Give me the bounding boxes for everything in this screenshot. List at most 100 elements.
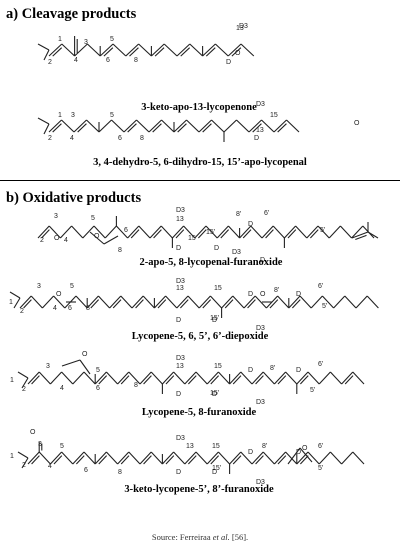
bond <box>19 295 32 309</box>
double-bond <box>247 299 256 309</box>
atom-label: 8' <box>262 443 267 450</box>
bond <box>21 457 29 469</box>
bond <box>139 371 152 385</box>
bond <box>287 447 301 465</box>
bond <box>307 371 320 385</box>
bond <box>138 43 152 57</box>
double-bond <box>127 123 137 133</box>
bond <box>123 119 137 133</box>
bond <box>27 451 40 465</box>
double-bond <box>205 47 216 57</box>
double-bond <box>210 375 220 385</box>
atom-label: 1 <box>10 377 14 384</box>
atom-label: 2 <box>22 462 26 469</box>
bond <box>99 43 114 57</box>
bond <box>136 119 150 133</box>
bond <box>37 117 50 125</box>
bond <box>149 225 162 239</box>
double-bond <box>129 47 139 57</box>
atom-label: 6' <box>318 361 323 368</box>
bond <box>72 451 85 465</box>
bond <box>131 295 144 309</box>
atom-label: 6 <box>84 467 88 474</box>
bond <box>195 451 208 465</box>
atom-label: 2 <box>48 135 52 142</box>
bond <box>150 451 163 465</box>
atom-label: 2 <box>40 237 44 244</box>
atom-label: 4 <box>48 463 52 470</box>
atom-label: 6' <box>264 210 269 217</box>
double-bond <box>135 299 144 309</box>
bond <box>148 119 162 133</box>
atom-label: D <box>226 59 231 66</box>
double-bond <box>143 375 152 385</box>
bond <box>150 371 163 385</box>
bond <box>82 225 95 239</box>
atom-label: D3 <box>176 278 185 285</box>
atom-label: D3 <box>176 207 185 214</box>
bond <box>21 377 29 389</box>
bond <box>48 225 61 239</box>
bond <box>351 225 364 239</box>
bond <box>277 295 290 309</box>
bond <box>27 371 40 385</box>
bond <box>194 225 207 239</box>
bond <box>109 295 122 309</box>
double-bond <box>299 375 309 385</box>
bond <box>299 295 312 309</box>
bond <box>117 451 130 465</box>
compound-name: 3-keto-lycopene-5’, 8’-furanoxide <box>124 484 274 495</box>
double-bond <box>355 234 367 241</box>
bond <box>83 451 96 465</box>
bond <box>173 119 187 133</box>
atom-label: 4 <box>53 305 57 312</box>
bond <box>48 119 62 133</box>
atom-label: D <box>176 469 181 476</box>
double-bond <box>277 123 287 133</box>
compound-name: 3-keto-apo-13-lycopenone <box>141 102 257 113</box>
atom-label: D <box>296 367 301 374</box>
bond <box>74 43 88 57</box>
atom-label: 5 <box>96 367 100 374</box>
bond <box>37 43 50 51</box>
bond <box>139 451 152 465</box>
bond <box>251 451 264 465</box>
double-bond <box>53 455 63 465</box>
atom-label: 13 <box>176 216 184 223</box>
bond <box>351 231 369 239</box>
atom-label: 6 <box>106 57 110 64</box>
bond <box>176 295 189 309</box>
bond <box>184 371 197 385</box>
compound-name: Lycopene-5, 6, 5’, 6’-diepoxide <box>132 331 269 342</box>
bond <box>352 451 365 465</box>
atom-label: 4 <box>74 57 78 64</box>
bond <box>71 225 84 239</box>
bond <box>209 295 223 309</box>
atom-label: D <box>248 367 253 374</box>
bond <box>103 235 119 245</box>
double-bond <box>277 375 287 385</box>
bond <box>216 225 229 239</box>
bond <box>217 371 231 385</box>
double-bond <box>31 375 40 385</box>
atom-label: D3 <box>256 479 265 486</box>
atom-label: O <box>82 351 88 358</box>
double-bond <box>255 455 264 465</box>
bond <box>221 295 234 309</box>
bond <box>138 225 151 239</box>
atom-label: D3 <box>239 23 248 30</box>
bond <box>262 371 275 385</box>
bond <box>202 43 216 57</box>
bond <box>86 295 99 309</box>
bond <box>205 225 218 239</box>
compound-name: 2-apo-5, 8-lycopenal-furanoxide <box>140 257 283 268</box>
bond <box>120 295 133 309</box>
bond <box>94 371 107 385</box>
atom-label: 6 <box>118 135 122 142</box>
atom-label: 6 <box>96 385 100 392</box>
atom-label: 1 <box>58 112 62 119</box>
structure-3-keto-apo-13-lycopenone <box>37 36 255 61</box>
structure-2-apo-lycopenal-furanoxide <box>37 216 379 248</box>
atom-label: D3 <box>176 355 185 362</box>
bond <box>161 451 175 465</box>
